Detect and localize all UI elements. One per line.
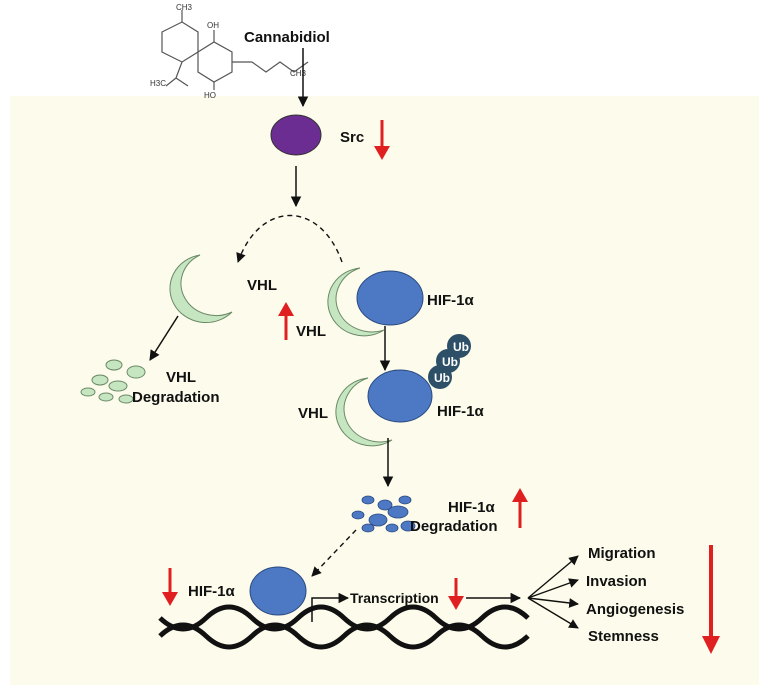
hif-complex-label: HIF-1α	[427, 292, 475, 309]
hif-fragments	[351, 495, 416, 533]
vhl-complex-label: VHL	[296, 323, 326, 340]
hif-degradation-line2: Degradation	[410, 518, 498, 535]
dashed-arrow-to-vhl	[236, 214, 343, 263]
vhl-degradation-line2: Degradation	[132, 389, 220, 406]
structure-ho: HO	[204, 91, 216, 100]
vhl-complex-node	[327, 267, 385, 337]
hif-ub-label: HIF-1α	[437, 403, 485, 420]
hif-degradation-line1: HIF-1α	[448, 499, 496, 516]
structure-oh: OH	[207, 21, 219, 30]
vhl-degradation-line1: VHL	[166, 369, 196, 386]
vhl-free-label: VHL	[247, 277, 277, 294]
arrow-vhl-to-degradation	[149, 315, 179, 361]
dashed-arrow-to-nucleus	[311, 529, 357, 577]
ub-label-3: Ub	[434, 371, 450, 385]
src-label: Src	[340, 129, 364, 146]
outcome-angiogenesis: Angiogenesis	[586, 601, 684, 618]
transcription-start-arrow	[311, 592, 350, 622]
hif-nuclear-label: HIF-1α	[188, 583, 236, 600]
structure-ch3-top: CH3	[176, 3, 193, 12]
ub-label-2: Ub	[442, 355, 458, 369]
hif-nuclear-node	[249, 566, 307, 616]
outcome-arrows	[527, 555, 579, 629]
cannabidiol-structure	[161, 10, 309, 90]
outcome-invasion: Invasion	[586, 573, 647, 590]
hif-ub-node	[367, 369, 433, 423]
hif-nuclear-down-arrow	[162, 568, 178, 606]
outcome-migration: Migration	[588, 545, 656, 562]
ubiquitin-chain	[428, 334, 471, 389]
ub-label-1: Ub	[453, 340, 469, 354]
src-down-arrow	[374, 120, 390, 160]
structure-ch3-right: CH3	[290, 69, 307, 78]
hif-degradation-up-arrow	[512, 488, 528, 528]
transcription-label: Transcription	[350, 590, 439, 606]
outcomes-down-arrow	[702, 545, 720, 654]
outcome-stemness: Stemness	[588, 628, 659, 645]
vhl-fragments	[80, 359, 146, 404]
transcription-down-arrow	[448, 578, 464, 610]
cannabidiol-label: Cannabidiol	[244, 29, 330, 46]
dna-helix	[158, 604, 530, 650]
src-node	[270, 114, 322, 156]
vhl-ub-label: VHL	[298, 405, 328, 422]
vhl-free-node	[169, 254, 233, 324]
hif-complex-node	[356, 270, 424, 326]
vhl-complex-up-arrow	[278, 302, 294, 340]
structure-h3c: H3C	[150, 79, 166, 88]
